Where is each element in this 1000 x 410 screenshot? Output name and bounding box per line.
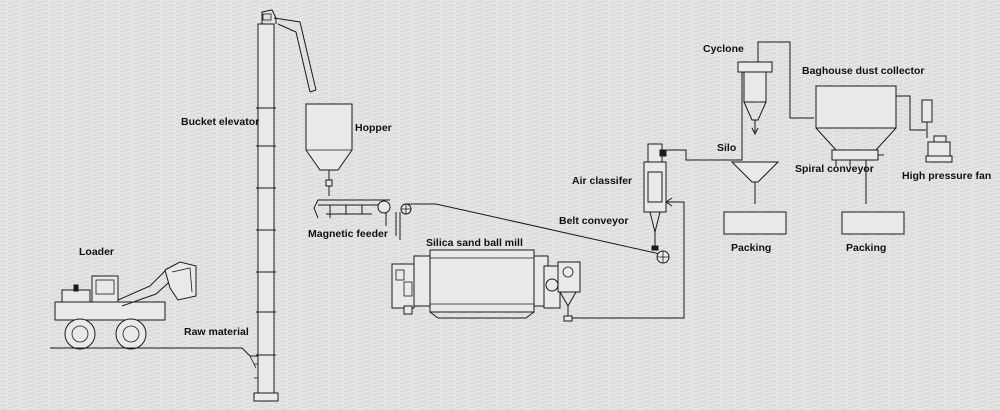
high-pressure-fan-drawing — [921, 99, 953, 163]
air-classifier-label: Air classifer — [572, 175, 633, 187]
baghouse-drawing — [815, 85, 926, 235]
packing-right-label: Packing — [846, 242, 887, 254]
mill-to-classifier-line — [572, 201, 685, 319]
raw-material-line — [50, 347, 258, 357]
ball-mill-label: Silica sand ball mill — [426, 237, 523, 249]
air-classifier-drawing — [643, 72, 743, 251]
cyclone-drawing — [737, 41, 814, 136]
hopper-label: Hopper — [355, 122, 392, 134]
spiral-conveyor-label: Spiral conveyor — [795, 163, 874, 175]
magnetic-feeder-label: Magnetic feeder — [308, 228, 388, 240]
belt-conveyor-line — [406, 203, 661, 255]
bucket-elevator-drawing — [253, 9, 317, 402]
belt-conveyor-label: Belt conveyor — [559, 215, 629, 227]
cyclone-label: Cyclone — [703, 43, 744, 55]
silo-drawing — [723, 161, 787, 235]
loader-label: Loader — [79, 246, 115, 258]
packing-left-label: Packing — [731, 242, 772, 254]
bucket-elevator-label: Bucket elevator — [181, 116, 260, 128]
ball-mill-drawing — [391, 249, 581, 322]
loader-drawing — [50, 261, 197, 350]
silo-label: Silo — [717, 142, 737, 154]
hopper-drawing — [305, 103, 353, 196]
high-pressure-fan-label: High pressure fan — [902, 170, 992, 182]
magnetic-feeder-drawing — [313, 199, 412, 240]
baghouse-label: Baghouse dust collector — [802, 65, 925, 77]
raw-material-label: Raw material — [184, 326, 249, 338]
